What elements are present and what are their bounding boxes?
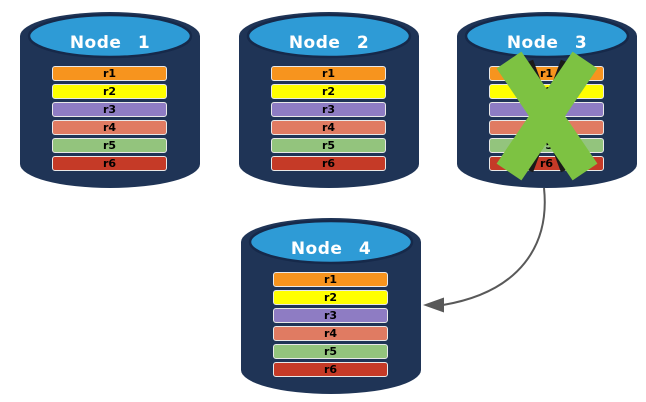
row-r3: r3	[273, 308, 388, 323]
node-3: Node 3 r1 r2 r3 r4 r5 r6	[457, 10, 637, 190]
node-4: Node 4 r1 r2 r3 r4 r5 r6	[241, 216, 421, 396]
row-r6: r6	[271, 156, 386, 171]
node-title: Node 4	[290, 239, 372, 259]
row-r3: r3	[271, 102, 386, 117]
row-r4: r4	[273, 326, 388, 341]
node-title: Node 1	[69, 33, 151, 53]
row-r6: r6	[52, 156, 167, 171]
row-r1: r1	[52, 66, 167, 81]
cylinder-top	[464, 13, 630, 59]
arrow-head-icon	[423, 297, 444, 313]
row-r5: r5	[273, 344, 388, 359]
cylinder-top	[27, 13, 193, 59]
row-r2: r2	[273, 290, 388, 305]
green-x-stroke	[496, 51, 598, 181]
node-2: Node 2 r1 r2 r3 r4 r5 r6	[239, 10, 419, 190]
row-r6: r6	[273, 362, 388, 377]
row-r4: r4	[52, 120, 167, 135]
row-r5: r5	[52, 138, 167, 153]
cylinder-top	[246, 13, 412, 59]
arrow-curve	[442, 187, 546, 306]
row-r1: r1	[271, 66, 386, 81]
row-r1: r1	[273, 272, 388, 287]
row-r5: r5	[271, 138, 386, 153]
row-r2: r2	[52, 84, 167, 99]
failure-x-icon	[496, 51, 598, 181]
node-title: Node 2	[288, 33, 370, 53]
row-r2: r2	[271, 84, 386, 99]
row-r4: r4	[271, 120, 386, 135]
node-1: Node 1 r1 r2 r3 r4 r5 r6	[20, 10, 200, 190]
node-title: Node 3	[506, 33, 588, 53]
row-r3: r3	[52, 102, 167, 117]
failover-arrow	[423, 187, 546, 313]
cylinder-top	[248, 219, 414, 265]
